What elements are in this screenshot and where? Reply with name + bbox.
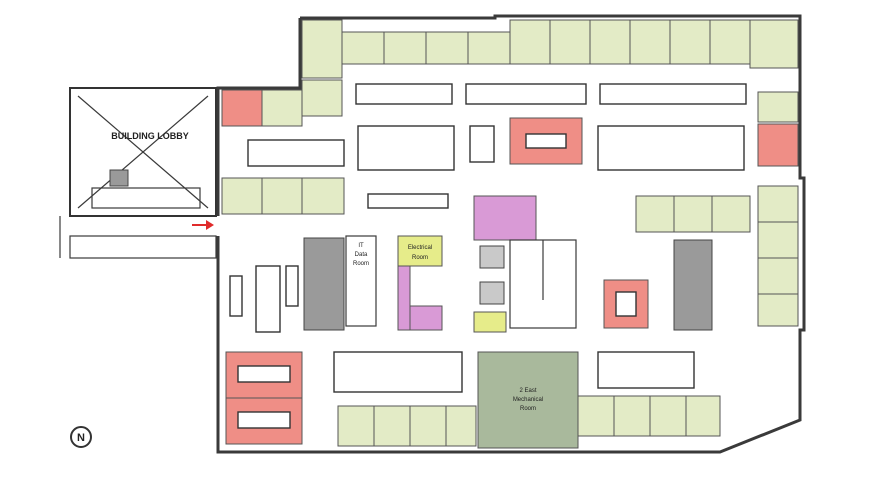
it-data-label-3: Room [353,261,369,267]
mechanical-label-3: Room [520,406,536,412]
electrical-room[interactable]: Electrical Room [397,235,443,331]
mechanical-room[interactable]: 2 East Mechanical Room [477,351,579,449]
it-data-room[interactable]: IT Data Room [345,235,377,327]
mechanical-label-2: Mechanical [513,397,543,403]
electrical-label-1: Electrical [408,245,432,251]
top-offices [301,19,799,79]
stairwells [303,237,713,331]
right-offices [635,91,799,327]
it-data-label-1: IT [358,243,364,249]
it-data-label-2: Data [355,252,368,258]
left-upper-offices [221,79,345,215]
building-lobby[interactable]: BUILDING LOBBY [69,87,217,217]
workstations [247,83,747,393]
conference-rooms [225,117,649,445]
lobby-label: BUILDING LOBBY [111,131,189,141]
lobby-corridor [59,216,217,259]
north-label: N [77,432,85,444]
mechanical-label-1: 2 East [519,388,536,394]
lounge-tables [229,265,299,333]
electrical-label-2: Room [412,255,428,261]
entry-arrow-icon [192,220,214,230]
north-arrow-icon: N [70,426,92,448]
utility-rooms [473,195,577,333]
bottom-offices [337,395,721,447]
exterior-walls [216,14,806,454]
